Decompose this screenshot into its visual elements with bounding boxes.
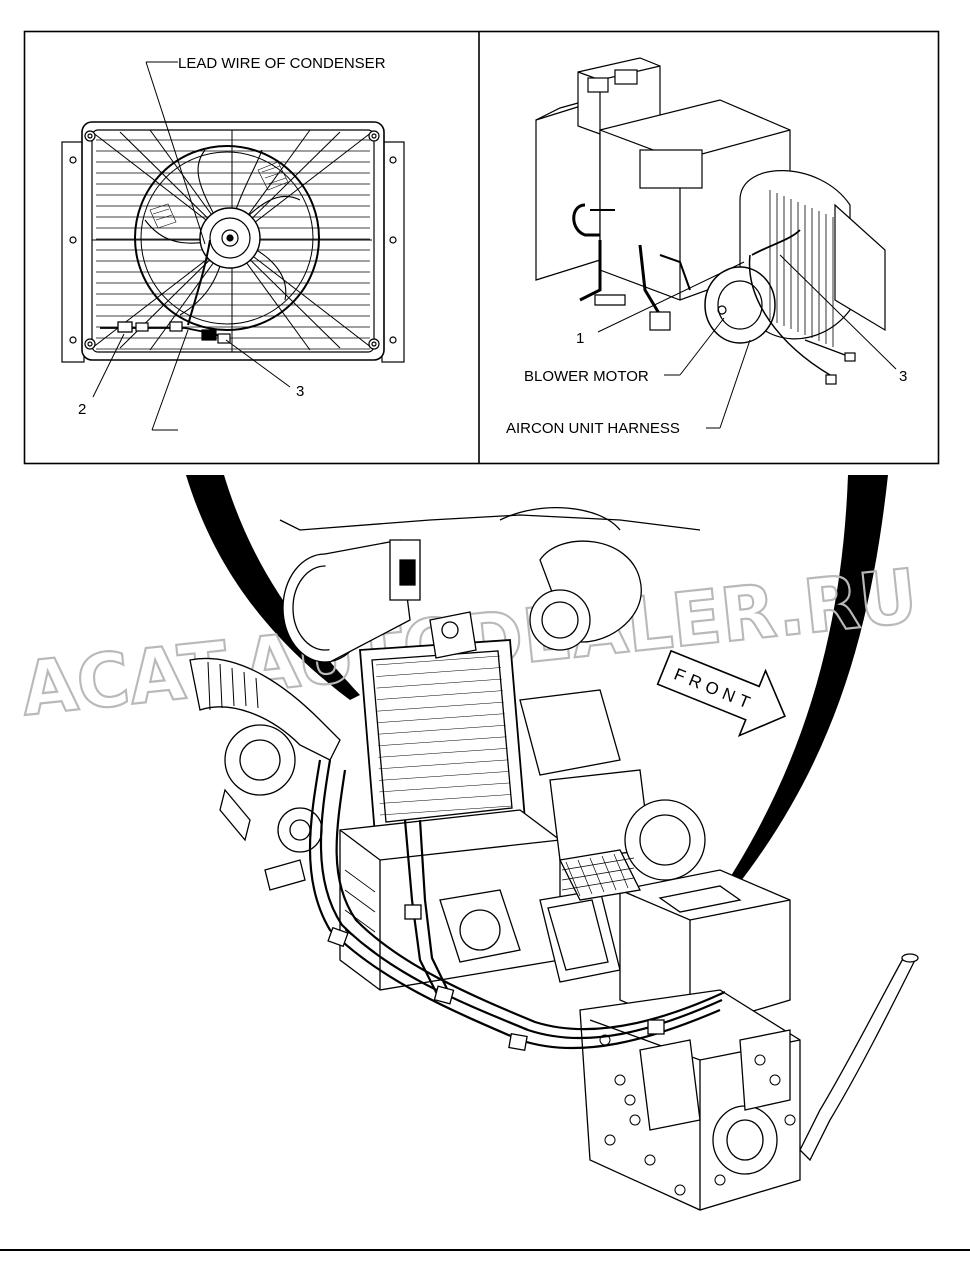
hatch-line [378, 748, 508, 758]
hatch-line [375, 655, 501, 666]
bolt-head [784, 1114, 796, 1126]
hatch-line [379, 805, 513, 816]
hatch-line [561, 877, 635, 891]
hatch-line [577, 859, 593, 895]
callout-2: 2 [78, 401, 86, 418]
hatch-line [565, 861, 581, 897]
bolt-head [624, 1094, 636, 1106]
blower-motor-label: BLOWER MOTOR [524, 368, 649, 385]
hatch-line [377, 724, 506, 735]
aircon-labels: 1 BLOWER MOTOR AIRCON UNIT HARNESS 3 [506, 330, 907, 437]
hatch-line [561, 857, 635, 871]
hatch-line [379, 782, 511, 793]
bolt-head [769, 1074, 781, 1086]
hatch-line [561, 867, 635, 881]
engine-assembly [189, 507, 919, 1211]
hatch-line [376, 678, 502, 689]
condenser-labels: LEAD WIRE OF CONDENSER 2 3 [78, 55, 386, 418]
lead-wire-label: LEAD WIRE OF CONDENSER [178, 55, 386, 72]
bolt-head [754, 1054, 766, 1066]
hatch-line [589, 857, 605, 893]
callout-3-right: 3 [899, 368, 907, 385]
bolt-head [614, 1074, 626, 1086]
hatch-line [601, 855, 617, 891]
zoom-connectors [186, 475, 888, 895]
hatch-line [379, 771, 510, 781]
callout-1: 1 [576, 330, 584, 347]
bolt-head [714, 1174, 726, 1186]
aircon-unit-drawing [535, 57, 897, 429]
bolt-head [644, 1154, 656, 1166]
condenser-drawing [61, 61, 405, 431]
hatch-line [378, 759, 509, 770]
hatch-line [376, 690, 503, 700]
hatch-line [378, 736, 507, 747]
hatch-line [377, 713, 505, 723]
hatch-line [376, 667, 501, 677]
hatch-line [377, 701, 504, 712]
callout-3-left: 3 [296, 383, 304, 400]
hatch-line [613, 853, 629, 889]
aircon-harness-label: AIRCON UNIT HARNESS [506, 420, 680, 437]
bolt-head [604, 1134, 616, 1146]
bolt-head [629, 1114, 641, 1126]
hatch-line [379, 794, 512, 804]
bolt-head [674, 1184, 686, 1196]
